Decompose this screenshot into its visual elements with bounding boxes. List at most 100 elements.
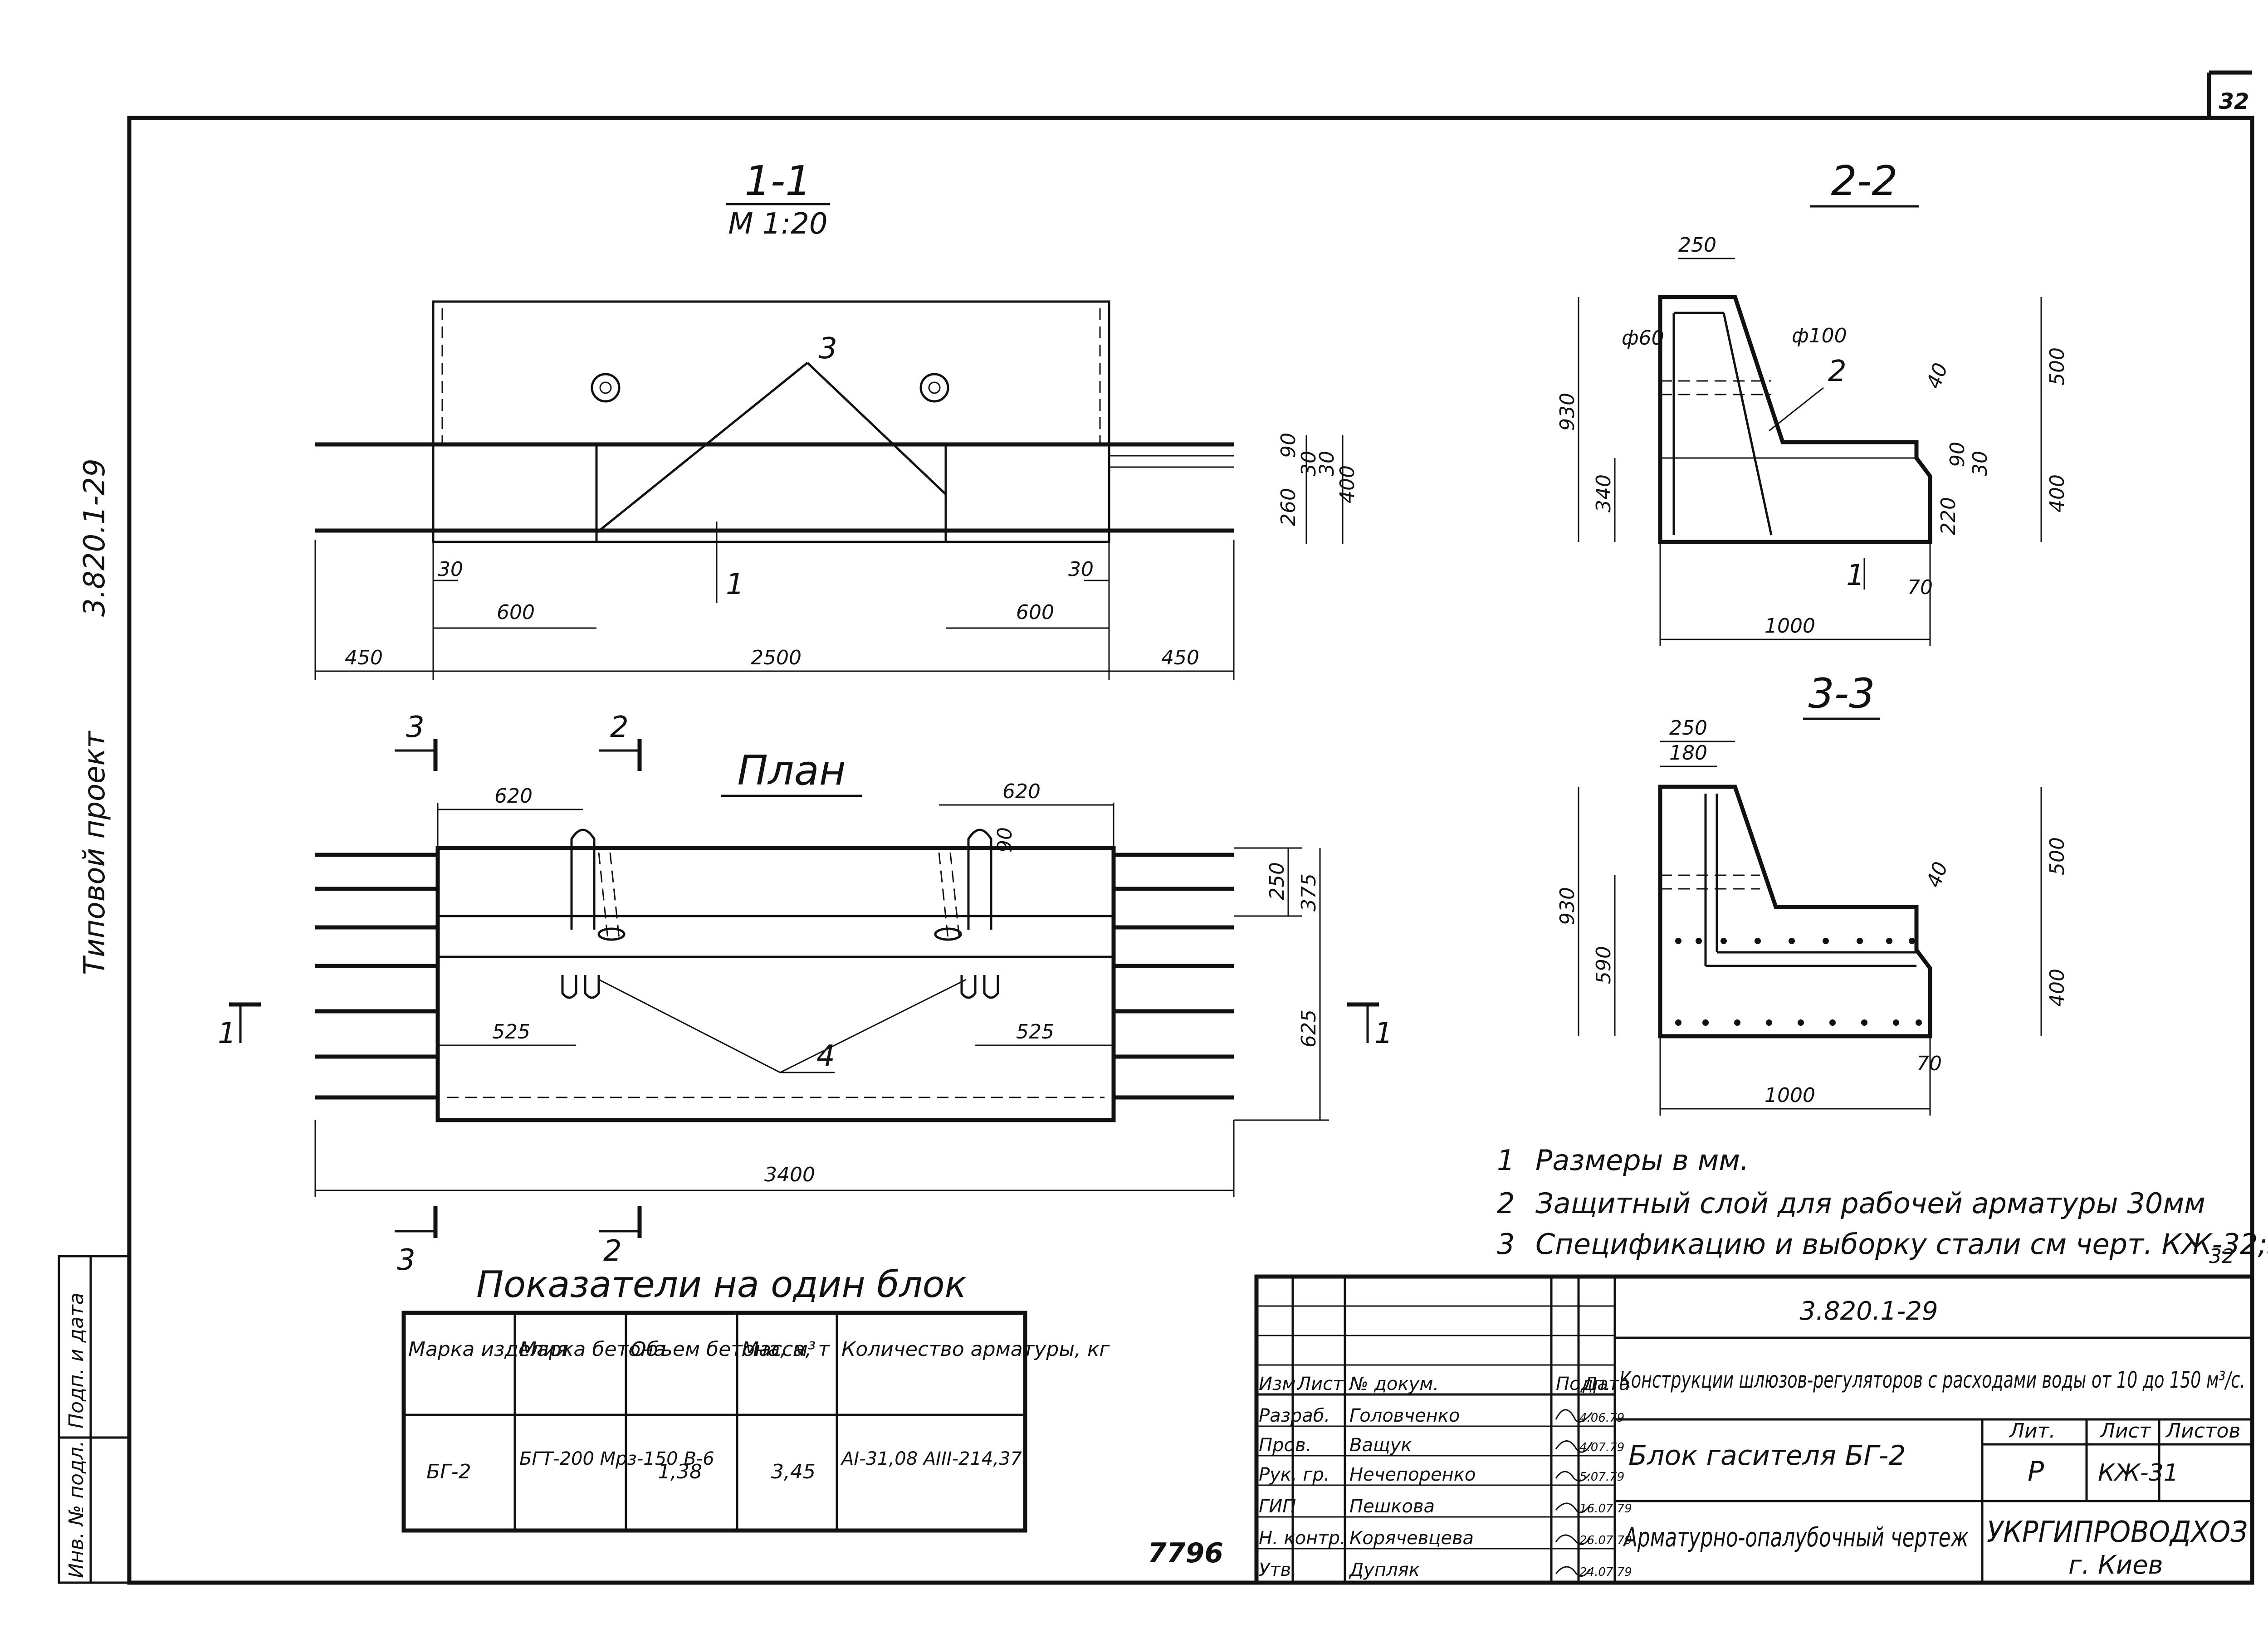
sig-role-2: Пров. <box>1259 1435 1311 1456</box>
project-label: Типовой проект <box>78 731 112 975</box>
notes: 1 Размеры в мм. 2 Защитный слой для рабо… <box>1497 1144 2268 1268</box>
dim-30-s2: 30 <box>1969 451 1992 476</box>
svg-text:1: 1 <box>218 1017 236 1050</box>
dim-40-s2: 40 <box>1922 360 1952 392</box>
sig-name-5: Корячевцева <box>1349 1528 1474 1549</box>
tb-drawing-type: Арматурно-опалубочный чертеж <box>1623 1522 1969 1553</box>
archive-number: 7796 <box>1148 1537 1223 1569</box>
dim-930-s3: 930 <box>1556 887 1579 925</box>
dim-260: 260 <box>1277 488 1300 526</box>
cut-marker-1-right: 1 <box>1347 1002 1393 1050</box>
dim-250-s3: 250 <box>1669 717 1707 740</box>
dim-180-s3: 180 <box>1669 741 1707 765</box>
tb-city: г. Киев <box>2068 1550 2163 1580</box>
svg-text:3: 3 <box>397 1243 415 1277</box>
indicators-table: Показатели на один блок Марка изделия Ма… <box>401 1263 1110 1533</box>
cell-rebar: АI-31,08 АIII-214,37 <box>840 1448 1022 1469</box>
cut-marker-3-bottom: 3 <box>395 1206 438 1277</box>
dim-525-left: 525 <box>492 1020 530 1043</box>
sig-date-4: 16.07.79 <box>1579 1502 1632 1516</box>
note-3-num: 3 <box>1497 1228 1515 1261</box>
tb-stage: Р <box>2028 1456 2044 1487</box>
section-3-3: 3-3 250 180 930 590 500 <box>1556 670 2069 1116</box>
tb-hdr-date: Дата <box>1582 1374 1630 1394</box>
dim-600-left: 600 <box>497 601 535 624</box>
sig-role-3: Рук. гр. <box>1259 1464 1330 1485</box>
dim-625-plan: 625 <box>1297 1009 1320 1048</box>
dim-620-left: 620 <box>494 785 533 808</box>
dim-1000-s3: 1000 <box>1765 1084 1815 1107</box>
signature-scribbles <box>1555 1409 1593 1577</box>
dim-90: 90 <box>1277 433 1300 458</box>
callout-1-s2: 1 <box>1846 559 1865 592</box>
plan-bars-left <box>315 853 438 1100</box>
sig-name-2: Ващук <box>1349 1435 1412 1456</box>
hdr-mass: Масса, т <box>742 1338 830 1361</box>
callout-2: 2 <box>1828 355 1847 388</box>
svg-text:1: 1 <box>1374 1017 1393 1050</box>
section-1-1-title: 1-1 <box>745 157 811 205</box>
section-1-1-scale: М 1:20 <box>728 207 827 241</box>
sig-name-3: Нечепоренко <box>1349 1464 1476 1485</box>
note-2-num: 2 <box>1497 1187 1515 1220</box>
dim-250-s2: 250 <box>1678 234 1716 257</box>
tb-stage-hdr-sheet: Лист <box>2099 1419 2151 1443</box>
plan-title: План <box>737 747 846 795</box>
sig-role-5: Н. контр. <box>1259 1528 1346 1549</box>
indicators-title: Показатели на один блок <box>476 1263 967 1306</box>
rebar-dots-top <box>1675 938 1915 944</box>
sig-role-4: ГИП <box>1259 1496 1296 1517</box>
hole-60: ф60 <box>1622 327 1664 350</box>
dim-500-s2: 500 <box>2046 347 2069 385</box>
svg-text:3: 3 <box>406 711 425 744</box>
hdr-volume: Объем бетона, м³ <box>631 1338 816 1361</box>
sig-name-6: Дупляк <box>1349 1560 1420 1580</box>
dim-400-s2: 400 <box>2046 474 2069 512</box>
cut-marker-2-bottom: 2 <box>599 1206 642 1268</box>
dim-600-right: 600 <box>1016 601 1054 624</box>
section-2-2: 2-2 ф60 ф100 2 1 250 930 340 500 400 40 … <box>1556 157 2069 646</box>
dim-220-s2: 220 <box>1937 497 1960 535</box>
tb-code: 3.820.1-29 <box>1799 1297 1938 1326</box>
callout-3: 3 <box>819 332 837 366</box>
cut-marker-3-top: 3 <box>395 711 438 771</box>
dim-40-s3: 40 <box>1922 859 1952 891</box>
svg-text:2: 2 <box>603 1234 622 1268</box>
plan-bars-right <box>1114 853 1234 1100</box>
cut-marker-1-left: 1 <box>218 1002 261 1050</box>
dim-30-right: 30 <box>1068 558 1094 581</box>
hole-100: ф100 <box>1792 324 1847 347</box>
dim-400: 400 <box>1336 465 1359 503</box>
dim-90-s2: 90 <box>1946 442 1969 467</box>
dim-30-left: 30 <box>438 558 463 581</box>
plan-view: План <box>218 711 1393 1277</box>
dim-2500: 2500 <box>751 646 802 669</box>
dim-1000-s2: 1000 <box>1765 614 1815 638</box>
dim-450-right: 450 <box>1161 646 1199 669</box>
tb-hdr-list: Лист <box>1296 1374 1344 1394</box>
section-2-2-title: 2-2 <box>1831 157 1898 205</box>
dim-70-s3: 70 <box>1916 1052 1942 1075</box>
dim-30a: 30 <box>1297 451 1320 476</box>
dim-90-plan: 90 <box>993 827 1017 853</box>
dim-620-right: 620 <box>1002 780 1041 803</box>
hdr-mark: Марка изделия <box>408 1338 568 1361</box>
title-block: Изм. Лист № докум. Подп. Дата Разраб. Го… <box>1254 1274 2254 1585</box>
dim-375-plan: 375 <box>1297 873 1320 912</box>
callout-4: 4 <box>816 1039 835 1073</box>
dim-3400: 3400 <box>764 1163 815 1186</box>
tb-drawing-name: Блок гасителя БГ-2 <box>1628 1440 1906 1472</box>
dim-930-s2: 930 <box>1556 393 1579 431</box>
notes-ref: 32 <box>2209 1245 2234 1268</box>
note-1-num: 1 <box>1497 1144 1515 1177</box>
hdr-concrete: Марка бетона <box>519 1338 666 1361</box>
cell-concrete: БГТ-200 Мрз-150 В-6 <box>519 1448 714 1469</box>
section-1-1: 1-1 М 1:20 3 1 450 2500 450 <box>314 157 1359 680</box>
sig-role-1: Разраб. <box>1259 1405 1330 1426</box>
note-1-text: Размеры в мм. <box>1535 1144 1749 1177</box>
cell-mass: 3,45 <box>771 1460 816 1483</box>
dim-590-s3: 590 <box>1592 946 1615 984</box>
sig-name-4: Пешкова <box>1349 1496 1435 1517</box>
left-margin: Типовой проект 3.820.1-29 Инв. № подл. П… <box>58 458 131 1584</box>
